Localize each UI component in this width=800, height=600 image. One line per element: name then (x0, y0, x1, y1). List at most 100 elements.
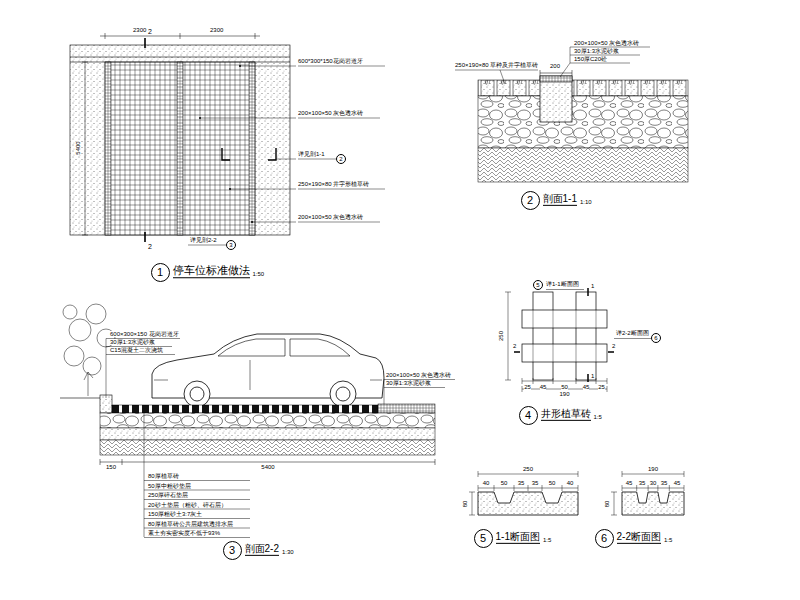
drawing-title: 井形植草砖 (541, 408, 591, 421)
annotation-text: 25 (524, 384, 531, 390)
gravel-layer (478, 96, 688, 148)
annotation-text: 50厚中粗砂垫层 (148, 483, 191, 489)
annotation-text: 45 (626, 480, 633, 486)
annotation-text: 80厚植草砖公共层建筑透排水层 (148, 521, 233, 527)
callout-circle: 51-1断面图 (474, 529, 493, 548)
annotation-text: 150厚C20砼 (574, 56, 607, 62)
callout-number: 2 (339, 156, 342, 162)
scale-label: 1:10 (580, 199, 592, 205)
annotation-text: 600*300*150花岗岩道牙 (298, 58, 363, 64)
annotation-text: 250×190×80 井字形植草砖 (298, 181, 369, 187)
annotation-text: 250×190×80 草种及井字植草砖 (455, 62, 538, 68)
callout-number: 1 (157, 267, 163, 278)
annotation-text: 素土夯实密实度不低于93% (148, 530, 220, 536)
brick-profile-1-1 (469, 471, 578, 515)
callout-circle: 3剖面2-2 (223, 541, 242, 560)
annotation-text: 详1-1断面图 (546, 281, 579, 287)
grass-paver-area (105, 62, 255, 235)
callout-circle: 4井形植草砖 (519, 406, 538, 425)
callout-circle: 62-2断面图 (595, 529, 614, 548)
permeable-brick-band (105, 62, 111, 235)
annotation-text: 30厚1:3水泥砂浆 (386, 380, 431, 386)
annotation-text: 2 (612, 343, 615, 349)
permeable-brick (540, 76, 572, 82)
leader-line (106, 339, 180, 399)
annotation-text: 80 (604, 500, 610, 507)
annotation-text: 190 (648, 466, 658, 472)
annotation-text: 50 (561, 384, 568, 390)
drawing-title: 剖面2-2 (245, 543, 279, 556)
callout-number: 3 (229, 545, 235, 556)
callout-number: 5 (536, 282, 539, 288)
section-mark (144, 38, 146, 242)
dimension-line (505, 292, 511, 380)
callout-circle: 1停车位标准做法 (151, 263, 170, 282)
drawing-title: 停车位标准做法 (173, 264, 250, 278)
compacted-soil (100, 440, 435, 455)
section-2-2 (60, 304, 455, 538)
leader-line (384, 380, 455, 405)
callout-circle: 2 (336, 154, 346, 164)
drawing-title: 1-1断面图 (496, 531, 540, 544)
annotation-text: 40 (483, 480, 490, 486)
annotation-text: 30厚1:3水泥砂浆 (110, 339, 155, 345)
annotation-text: 250 (498, 331, 504, 341)
annotation-text: 2 (513, 343, 516, 349)
annotation-text: 50 (549, 480, 556, 486)
annotation-text: 200×100×50 灰色透水砖 (298, 214, 363, 220)
annotation-text: 80 (462, 500, 468, 507)
annotation-text: 150 (106, 464, 116, 470)
annotation-text: 45 (674, 480, 681, 486)
annotation-text: 30厚1:3水泥砂浆 (574, 48, 619, 54)
annotation-text: 25 (598, 384, 605, 390)
compacted-soil (478, 148, 688, 182)
annotation-text: 2300 (133, 27, 146, 33)
callout-number: 6 (601, 533, 607, 544)
permeable-brick-band (177, 62, 183, 235)
dimension-line (100, 33, 260, 39)
sand-layer (100, 428, 435, 440)
annotation-text: C15混凝土二次浇筑 (110, 347, 163, 353)
ground-line (60, 398, 100, 399)
callout-number: 5 (480, 533, 486, 544)
callout-circle: 6 (651, 333, 661, 343)
curb-line (70, 57, 290, 62)
dimension-line (82, 62, 88, 235)
section-mark (222, 148, 276, 160)
annotation-text: 35 (639, 480, 646, 486)
annotation-text: 2 (148, 243, 152, 250)
annotation-text: 2 (148, 28, 152, 35)
grass-paver-layer (112, 405, 378, 413)
annotation-text: 详2-2断面图 (616, 330, 649, 336)
annotation-text: 190 (559, 391, 569, 397)
annotation-text: 1 (591, 373, 594, 379)
car (152, 334, 384, 407)
callout-number: 3 (229, 242, 232, 248)
callout-circle: 3 (226, 240, 236, 250)
annotation-text: 600×300×150 花岗岩道牙 (110, 331, 179, 337)
annotation-text: 200 (550, 63, 560, 69)
annotation-text: 35 (661, 480, 668, 486)
parking-plan (70, 33, 385, 245)
annotation-text: 200×100×50 灰色透水砖 (574, 40, 639, 46)
annotation-text: 30 (650, 480, 657, 486)
scale-label: 1:30 (282, 549, 294, 555)
grass-brick-plan (505, 288, 651, 392)
dimension-line (540, 70, 572, 76)
callout-circle: 2剖面1-1 (521, 191, 540, 210)
permeable-brick (378, 404, 435, 413)
permeable-brick-band (249, 62, 255, 235)
annotation-text: 250 (523, 466, 533, 472)
leader-line (200, 66, 296, 222)
annotation-text: 35 (532, 480, 539, 486)
leader-line (560, 47, 650, 77)
annotation-text: 详见剖2-2 (190, 237, 217, 243)
annotation-text: 40 (567, 480, 574, 486)
scale-label: 1:5 (543, 537, 551, 543)
scale-label: 1:5 (594, 414, 602, 420)
callout-number: 6 (654, 335, 657, 341)
annotation-text: 250厚碎石垫层 (148, 492, 188, 498)
scale-label: 1:50 (253, 271, 265, 277)
